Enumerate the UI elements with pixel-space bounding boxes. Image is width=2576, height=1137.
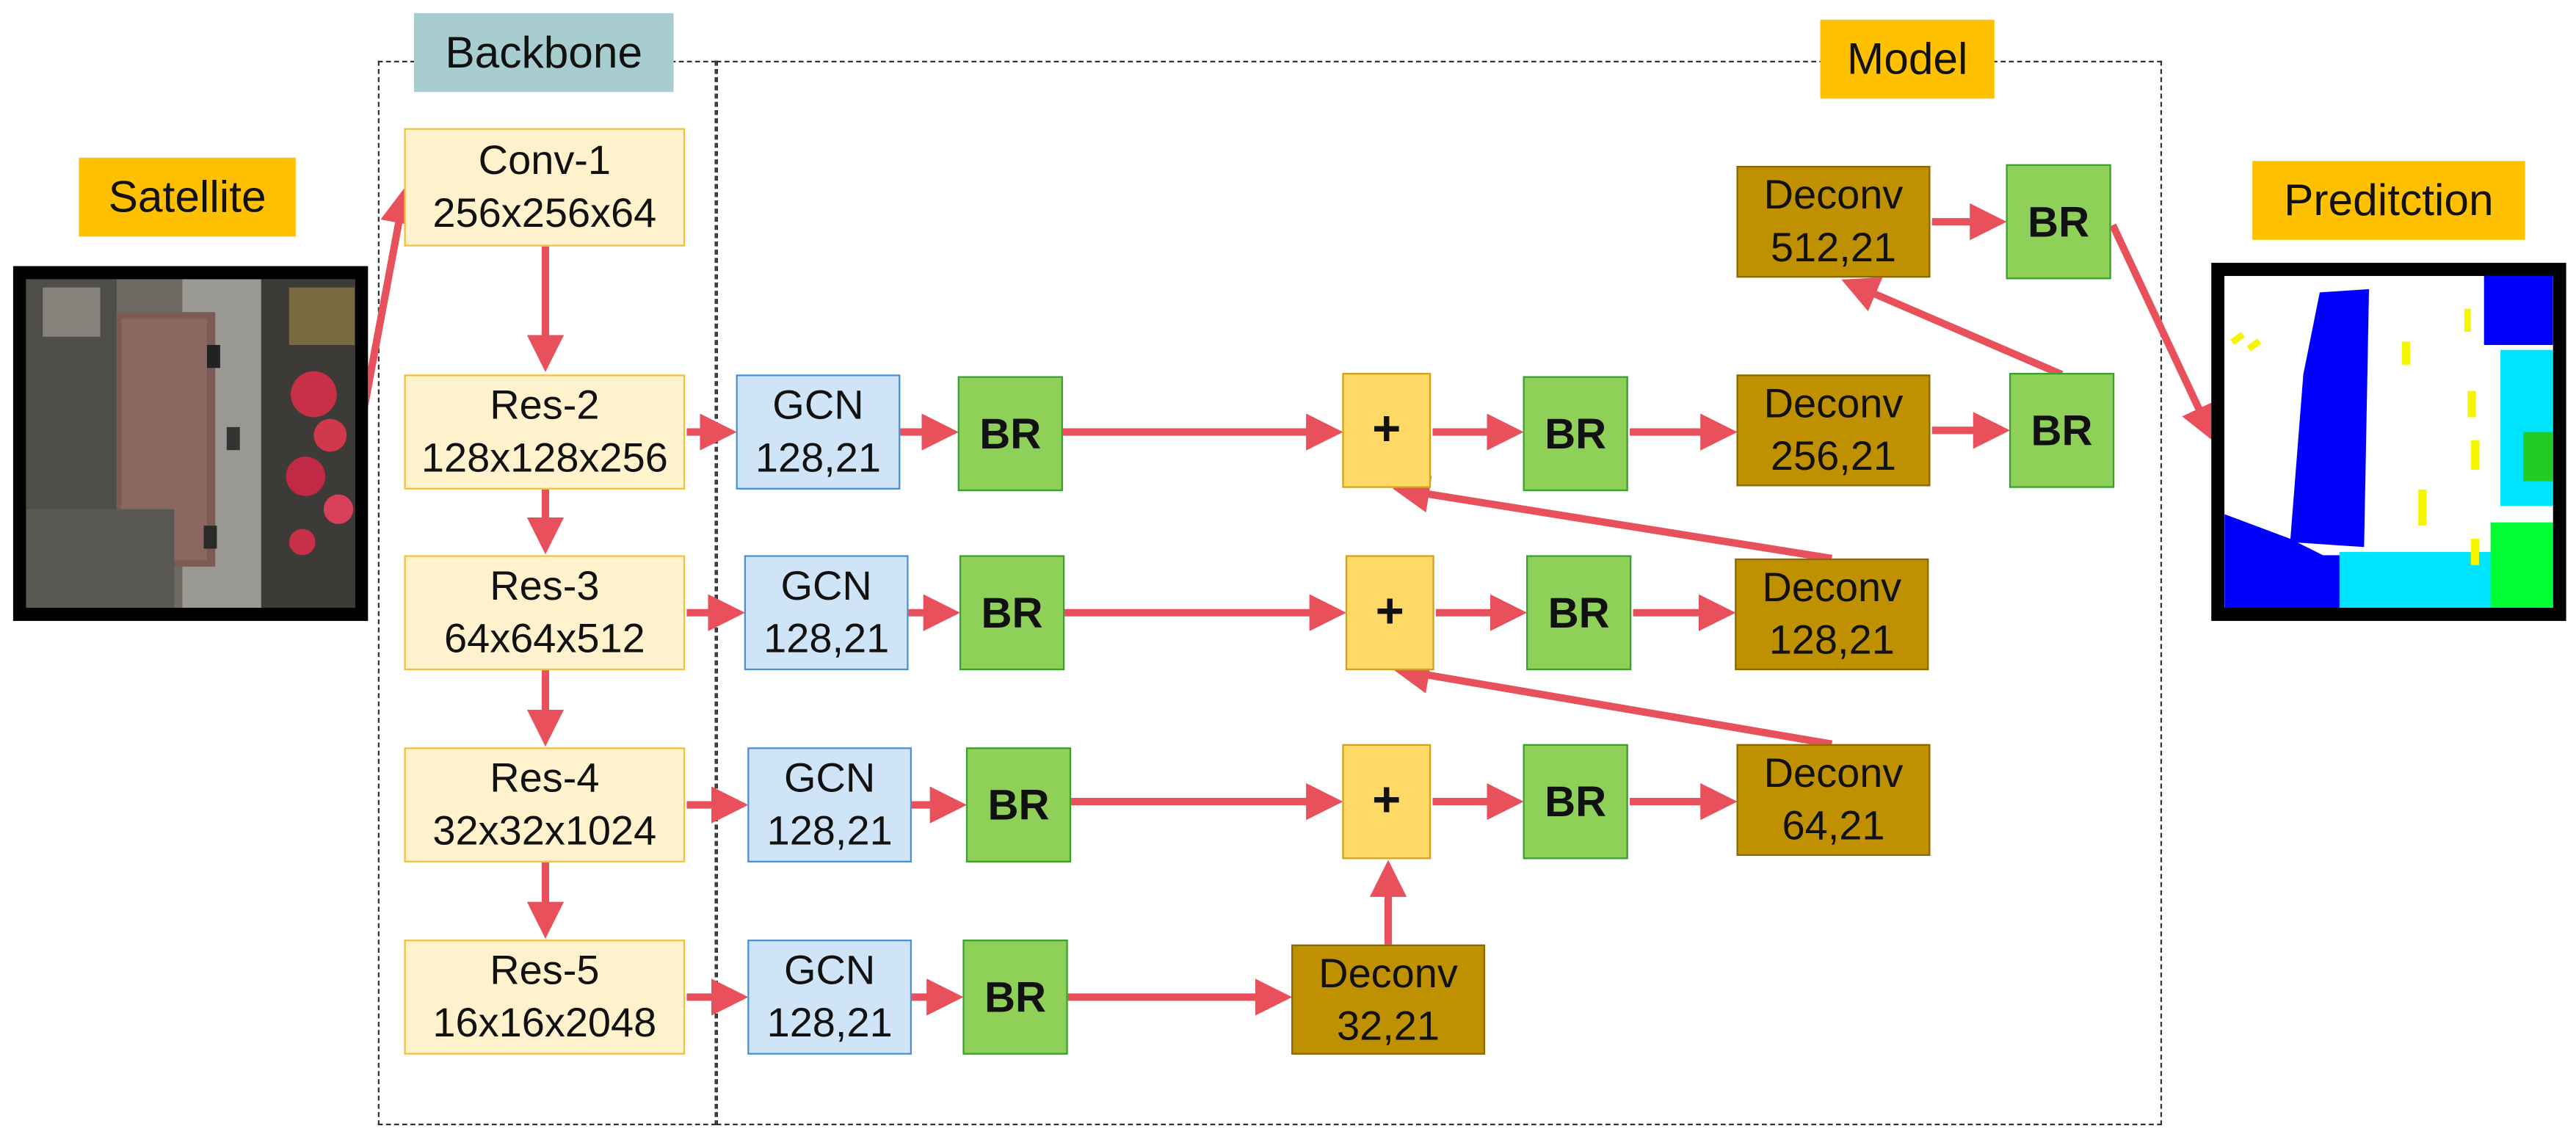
arrow-deconv128-plus2	[1392, 476, 1833, 562]
gcn-name: GCN	[783, 755, 876, 802]
deconv-name: Deconv	[1763, 381, 1904, 427]
block-name: Conv-1	[478, 137, 612, 184]
satellite-image-graphic	[26, 279, 355, 609]
prediction-image	[2211, 263, 2566, 621]
gcn-param: 128,21	[766, 808, 893, 854]
br-block-row4: BR	[962, 940, 1068, 1055]
backbone-block-res4: Res-4 32x32x1024	[404, 747, 686, 862]
sum-node-row1: +	[1342, 373, 1432, 488]
deconv-param: 64,21	[1782, 803, 1885, 849]
deconv-name: Deconv	[1763, 750, 1904, 797]
br-block-row1: BR	[957, 376, 1063, 492]
block-name: Res-3	[490, 563, 600, 610]
gcn-param: 128,21	[766, 1000, 893, 1047]
model-label: Model	[1820, 19, 1995, 99]
block-size: 32x32x1024	[432, 808, 657, 854]
br-block-after-plus1: BR	[1523, 376, 1628, 492]
br-block-top-right: BR	[2006, 164, 2111, 280]
br-block-after-plus3: BR	[1523, 744, 1628, 860]
backbone-block-conv1: Conv-1 256x256x64	[404, 128, 686, 247]
gcn-block-row3: GCN 128,21	[747, 747, 913, 862]
gcn-param: 128,21	[763, 616, 890, 662]
deconv-param: 128,21	[1768, 617, 1895, 664]
gcn-block-row2: GCN 128,21	[744, 555, 909, 671]
gcn-block-row1: GCN 128,21	[736, 374, 901, 490]
deconv-block-512: Deconv 512,21	[1736, 166, 1931, 278]
arrow-br-prediction	[2109, 223, 2216, 443]
backbone-block-res5: Res-5 16x16x2048	[404, 940, 686, 1055]
br-block-after-plus2: BR	[1526, 555, 1632, 671]
arrow-br-deconv512	[1841, 277, 2064, 378]
backbone-block-res3: Res-3 64x64x512	[404, 555, 686, 671]
deconv-block-32: Deconv 32,21	[1291, 944, 1486, 1055]
br-block-row3: BR	[965, 747, 1072, 862]
satellite-label: Satellite	[79, 157, 296, 237]
br-block-row2: BR	[959, 555, 1065, 671]
prediction-label: Preditction	[2252, 161, 2525, 240]
deconv-name: Deconv	[1318, 950, 1458, 997]
block-size: 64x64x512	[443, 616, 645, 662]
deconv-name: Deconv	[1763, 172, 1904, 219]
model-frame	[716, 60, 2163, 1125]
block-size: 256x256x64	[432, 190, 657, 237]
gcn-param: 128,21	[755, 435, 882, 482]
block-name: Res-5	[490, 948, 600, 994]
deconv-param: 32,21	[1337, 1003, 1440, 1049]
gcn-block-row4: GCN 128,21	[747, 940, 913, 1055]
deconv-param: 512,21	[1770, 225, 1897, 272]
gcn-name: GCN	[772, 382, 864, 429]
block-size: 128x128x256	[421, 435, 668, 482]
br-block-right-row1: BR	[2009, 373, 2115, 488]
deconv-block-128: Deconv 128,21	[1735, 558, 1929, 671]
arrow-deconv64-plus3	[1392, 657, 1833, 748]
backbone-label: Backbone	[413, 12, 674, 92]
satellite-image	[12, 266, 369, 621]
deconv-block-256: Deconv 256,21	[1736, 374, 1931, 487]
gcn-name: GCN	[783, 948, 876, 994]
deconv-block-64: Deconv 64,21	[1736, 744, 1931, 856]
gcn-name: GCN	[780, 563, 872, 610]
block-name: Res-4	[490, 755, 600, 802]
backbone-block-res2: Res-2 128x128x256	[404, 374, 686, 490]
deconv-param: 256,21	[1770, 433, 1897, 480]
block-size: 16x16x2048	[432, 1000, 657, 1047]
prediction-image-graphic	[2224, 275, 2553, 609]
sum-node-row3: +	[1342, 744, 1432, 860]
sum-node-row2: +	[1345, 555, 1434, 671]
block-name: Res-2	[490, 382, 600, 429]
deconv-name: Deconv	[1762, 564, 1902, 611]
